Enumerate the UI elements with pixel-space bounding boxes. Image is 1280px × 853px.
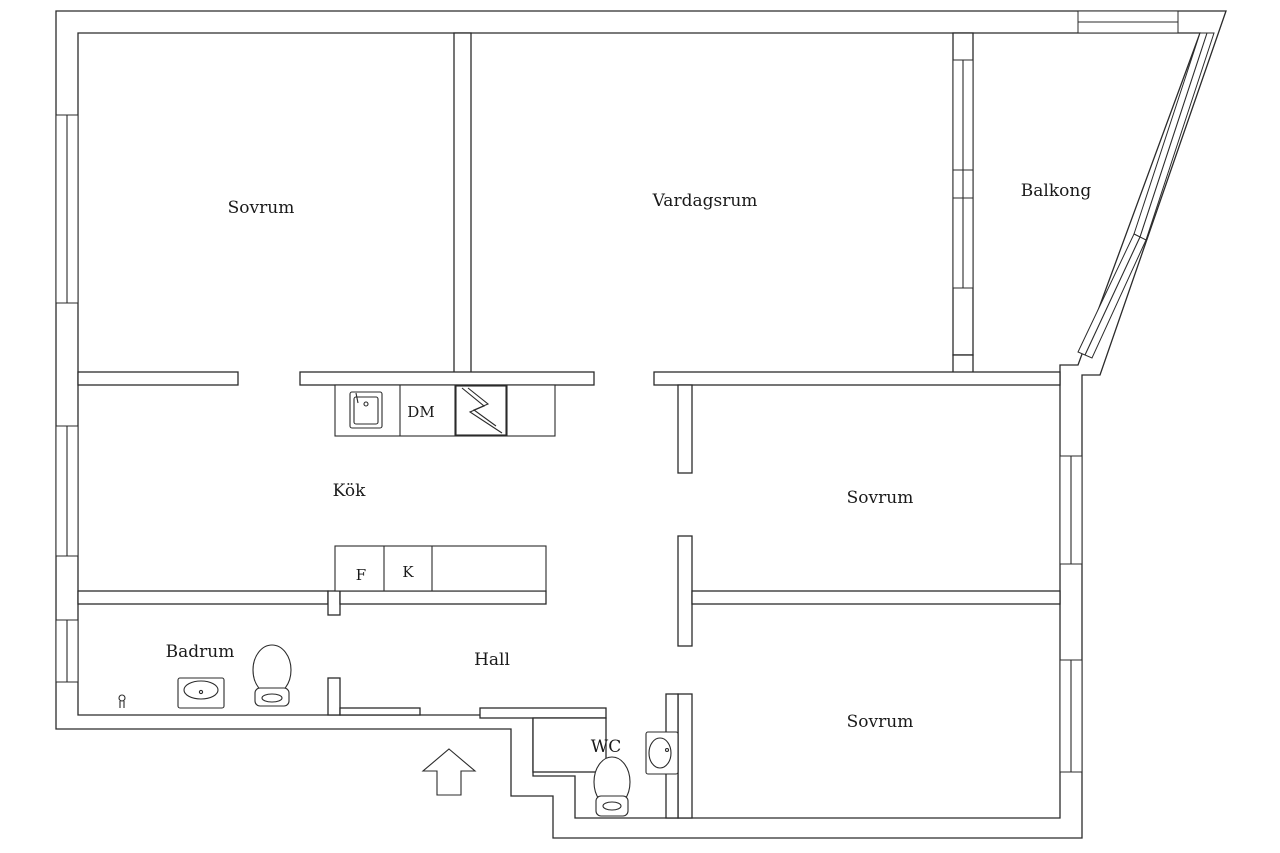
outer-wall [55,10,1227,839]
entrance-arrow-icon [421,748,477,796]
room-label-hall: Hall [474,650,510,670]
appliance-label-dishwasher: DM [407,403,434,421]
kitchen-counter-bottom [334,545,547,592]
sink-icon [349,391,383,429]
wc-toilet-icon [593,756,631,817]
room-label-bedroom-3: Sovrum [847,712,914,732]
stove-icon [455,385,507,436]
windows [55,10,1215,773]
floor-drain-icon [118,694,126,708]
room-label-bedroom-2: Sovrum [847,488,914,508]
room-label-kitchen: Kök [333,481,366,501]
room-label-living-room: Vardagsrum [652,191,758,211]
toilet-icon [252,644,292,707]
bathroom-sink-icon [177,677,225,709]
room-label-bedroom-1: Sovrum [228,198,295,218]
room-label-balcony: Balkong [1021,181,1092,201]
appliance-label-fridge: K [402,563,414,581]
appliance-label-freezer: F [356,566,366,584]
wc-sink-icon [645,731,679,775]
room-label-bathroom: Badrum [166,642,235,662]
room-label-wc: WC [591,737,621,757]
interior-walls [77,32,1061,819]
